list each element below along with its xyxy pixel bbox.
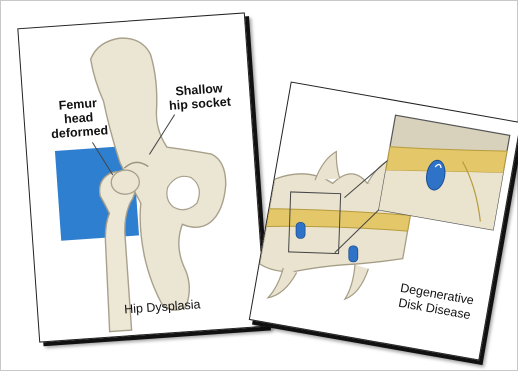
label-femur-head: Femur head deformed	[45, 95, 112, 141]
hip-illustration	[18, 13, 265, 341]
hip-dysplasia-card: Femur head deformed Shallow hip socket H…	[17, 12, 266, 342]
spinous-process	[268, 266, 297, 302]
disk-disease-card: Degenerative Disk Disease	[249, 82, 518, 361]
zoom-inset	[379, 115, 510, 230]
spinous-process	[345, 264, 369, 303]
label-shallow-socket: Shallow hip socket	[159, 80, 241, 114]
disk	[296, 222, 305, 238]
disk	[349, 246, 358, 262]
